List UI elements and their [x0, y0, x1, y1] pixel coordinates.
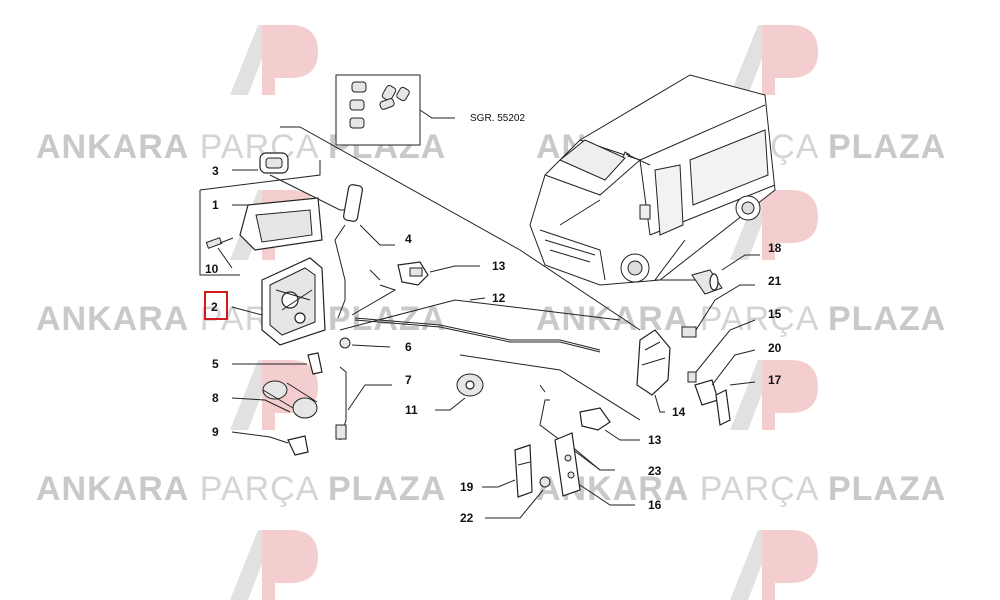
label-15: 15	[768, 307, 782, 321]
part-10-screw	[205, 237, 234, 269]
label-8: 8	[212, 391, 219, 405]
guide-line	[459, 354, 641, 421]
highlight-box	[204, 291, 228, 320]
label-5: 5	[212, 357, 219, 371]
ap-logo-watermark	[730, 360, 818, 430]
label-3: 3	[212, 164, 219, 178]
part-4-rod	[334, 184, 395, 319]
label-14: 14	[672, 405, 686, 419]
label-18: 18	[768, 241, 782, 255]
watermark-text: ANKARA PARÇA PLAZA	[36, 470, 447, 508]
ap-logo-watermark	[230, 530, 318, 600]
watermark-text: ANKARA PARÇA PLAZA	[36, 300, 447, 338]
guide-line	[339, 299, 621, 331]
part-5-bracket	[232, 352, 323, 375]
part-17-plate	[715, 381, 756, 426]
part-8-lock-cylinder	[231, 380, 318, 419]
guide-line	[199, 160, 321, 191]
guide-line	[369, 269, 381, 281]
ap-logo-watermark	[730, 190, 818, 260]
part-22-nut	[485, 476, 551, 519]
guide-line	[351, 284, 397, 316]
ap-logo-watermark	[230, 360, 318, 430]
part-16-plate	[554, 432, 635, 506]
label-16: 16	[648, 498, 662, 512]
part-23-rod	[539, 399, 615, 471]
label-1: 1	[212, 198, 219, 212]
part-11-cylinder	[435, 373, 484, 411]
ap-logo-watermark	[230, 25, 318, 95]
part-18-cylinder	[691, 254, 760, 295]
guide-line	[654, 239, 695, 281]
part-13-clip	[579, 407, 640, 441]
bulb-kit-box: SGR. 55202	[335, 74, 525, 146]
label-20: 20	[768, 341, 782, 355]
part-7-rod	[335, 366, 392, 441]
reference-group-label: SGR. 55202	[470, 113, 525, 124]
part-19-latch	[482, 444, 533, 498]
label-6: 6	[405, 340, 412, 354]
label-13-upper: 13	[492, 259, 506, 273]
ap-logo-watermark	[730, 25, 818, 95]
label-19: 19	[460, 480, 474, 494]
label-2[interactable]: 2	[211, 300, 218, 314]
label-13-lower: 13	[648, 433, 662, 447]
leader-line	[559, 199, 601, 226]
label-9: 9	[212, 425, 219, 439]
label-12: 12	[492, 291, 506, 305]
label-10: 10	[205, 262, 219, 276]
guide-line	[199, 190, 240, 276]
label-4: 4	[405, 232, 412, 246]
label-17: 17	[768, 373, 782, 387]
label-7: 7	[405, 373, 412, 387]
label-23: 23	[648, 464, 662, 478]
part-14-bracket	[636, 329, 671, 413]
part-9-clip	[231, 431, 309, 456]
part-13-clip	[397, 261, 480, 286]
part-15-screw	[687, 319, 756, 383]
watermark-text: ANKARA PARÇA PLAZA	[536, 300, 947, 338]
guide-line	[539, 384, 546, 393]
part-1-handle	[232, 197, 323, 251]
part-2-lock-mechanism	[231, 257, 326, 346]
van-illustration	[529, 74, 776, 286]
part-12-rod	[354, 297, 601, 353]
part-21-bolt	[681, 284, 755, 338]
label-11: 11	[405, 403, 418, 417]
label-22: 22	[460, 511, 474, 525]
ap-logo-watermark	[730, 530, 818, 600]
guide-line	[280, 126, 641, 331]
label-21: 21	[768, 274, 782, 288]
part-6-nut	[339, 337, 391, 349]
